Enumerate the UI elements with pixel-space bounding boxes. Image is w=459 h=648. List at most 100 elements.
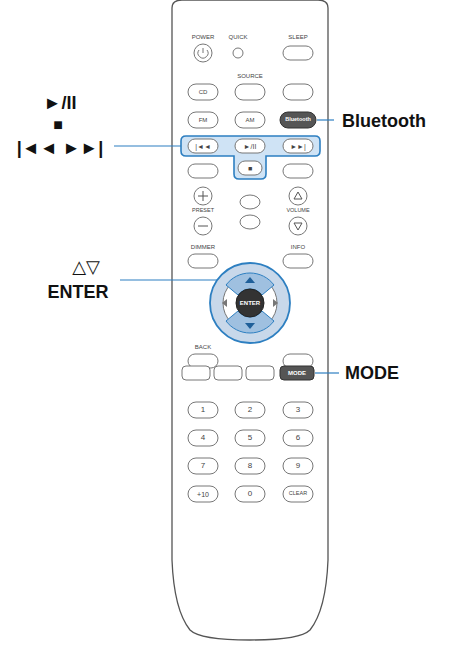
button-caption: VOLUME (286, 208, 309, 214)
button-text: Bluetooth (285, 117, 311, 123)
dimmer-info-buttons-part (188, 254, 218, 268)
button-text: ►/II (244, 143, 257, 150)
source-buttons-part (280, 112, 316, 128)
number-pad-part (283, 430, 313, 446)
key-number: 8 (248, 462, 252, 470)
button-text: AM (246, 117, 255, 123)
navigation-ring (210, 263, 290, 343)
menu-buttons-part (246, 366, 274, 380)
source-buttons-part (188, 112, 218, 128)
top-buttons-part (233, 48, 243, 58)
key-number: +10 (197, 491, 209, 498)
button-caption: SOURCE (237, 73, 263, 79)
dimmer-info-buttons-part (283, 254, 313, 268)
transport-buttons-part (283, 139, 313, 153)
navigation-ring-part (245, 277, 255, 283)
button-text: ENTER (240, 300, 260, 306)
navigation-ring-part (210, 263, 290, 343)
source-buttons-part (283, 84, 313, 100)
callout-label: |◄◄ ►►| (17, 139, 103, 157)
button-caption: INFO (291, 244, 305, 250)
number-pad-part (188, 458, 218, 474)
button-caption: PRESET (192, 208, 214, 214)
menu-buttons (182, 354, 314, 380)
button-caption: QUICK (228, 34, 247, 40)
callout-label: ■ (53, 117, 63, 133)
source-buttons-part (188, 84, 218, 100)
number-pad-part (283, 402, 313, 418)
navigation-ring-part (245, 323, 255, 329)
key-number: 0 (248, 490, 252, 498)
transport-buttons-part (238, 161, 262, 175)
volume-buttons-part (198, 191, 208, 201)
button-caption: DIMMER (191, 244, 215, 250)
leader-lines-part (120, 279, 217, 280)
key-number: CLEAR (289, 491, 307, 497)
source-buttons-part (235, 84, 265, 100)
navigation-ring-part (222, 299, 227, 307)
number-pad (188, 402, 313, 502)
key-number: 6 (296, 434, 300, 442)
callout-label: ►/II (44, 94, 77, 112)
number-pad-part (235, 402, 265, 418)
button-text: MODE (288, 370, 306, 376)
button-text: ■ (248, 165, 252, 172)
remote-body (172, 0, 328, 640)
callout-label: Bluetooth (342, 112, 426, 130)
number-pad-part (188, 486, 218, 502)
button-text: |◄◄ (195, 143, 211, 150)
top-buttons-part (198, 48, 208, 58)
key-number: 7 (201, 462, 205, 470)
button-text: CD (199, 89, 208, 95)
transport-buttons-part (188, 139, 218, 153)
callout-label: ENTER (47, 283, 108, 301)
volume-buttons-part (294, 192, 302, 199)
button-caption: BACK (195, 344, 211, 350)
top-buttons-part (283, 46, 313, 60)
volume-buttons-part (198, 226, 208, 227)
source-buttons-part (235, 112, 265, 128)
source-buttons (188, 84, 316, 128)
button-text: ►►| (290, 143, 306, 150)
menu-buttons-part (280, 366, 314, 380)
key-number: 9 (296, 462, 300, 470)
button-text: FM (199, 117, 208, 123)
leader-lines-part (114, 145, 181, 146)
number-pad-part (235, 430, 265, 446)
volume-buttons-part (294, 223, 302, 230)
key-number: 1 (201, 406, 205, 414)
key-number: 4 (201, 434, 205, 442)
volume-buttons-part (194, 187, 212, 205)
transport-buttons-part (235, 139, 265, 153)
button-caption: POWER (192, 34, 215, 40)
callout-label: △▽ (72, 258, 100, 276)
navigation-ring-part (273, 299, 278, 307)
volume-buttons-part (194, 217, 212, 235)
number-pad-part (188, 402, 218, 418)
menu-buttons-part (214, 366, 242, 380)
key-number: 2 (248, 406, 252, 414)
transport-highlight (181, 136, 320, 179)
transport-buttons-part (188, 164, 218, 178)
number-pad-part (235, 486, 265, 502)
number-pad-part (283, 458, 313, 474)
number-pad-part (188, 430, 218, 446)
volume-buttons-part (289, 187, 307, 205)
button-caption: SLEEP (288, 34, 307, 40)
number-pad-part (235, 458, 265, 474)
transport-buttons (188, 139, 313, 178)
top-buttons (194, 44, 313, 62)
transport-buttons-part (283, 164, 313, 178)
volume-buttons-part (289, 217, 307, 235)
key-number: 3 (296, 406, 300, 414)
volume-buttons-part (240, 215, 260, 229)
number-pad-part (283, 486, 313, 502)
leader-lines-part (315, 372, 339, 373)
callout-label: MODE (345, 364, 399, 382)
leader-lines-part (317, 119, 334, 120)
top-buttons-part (194, 44, 212, 62)
leader-lines (114, 120, 339, 373)
volume-buttons-part (240, 195, 260, 209)
